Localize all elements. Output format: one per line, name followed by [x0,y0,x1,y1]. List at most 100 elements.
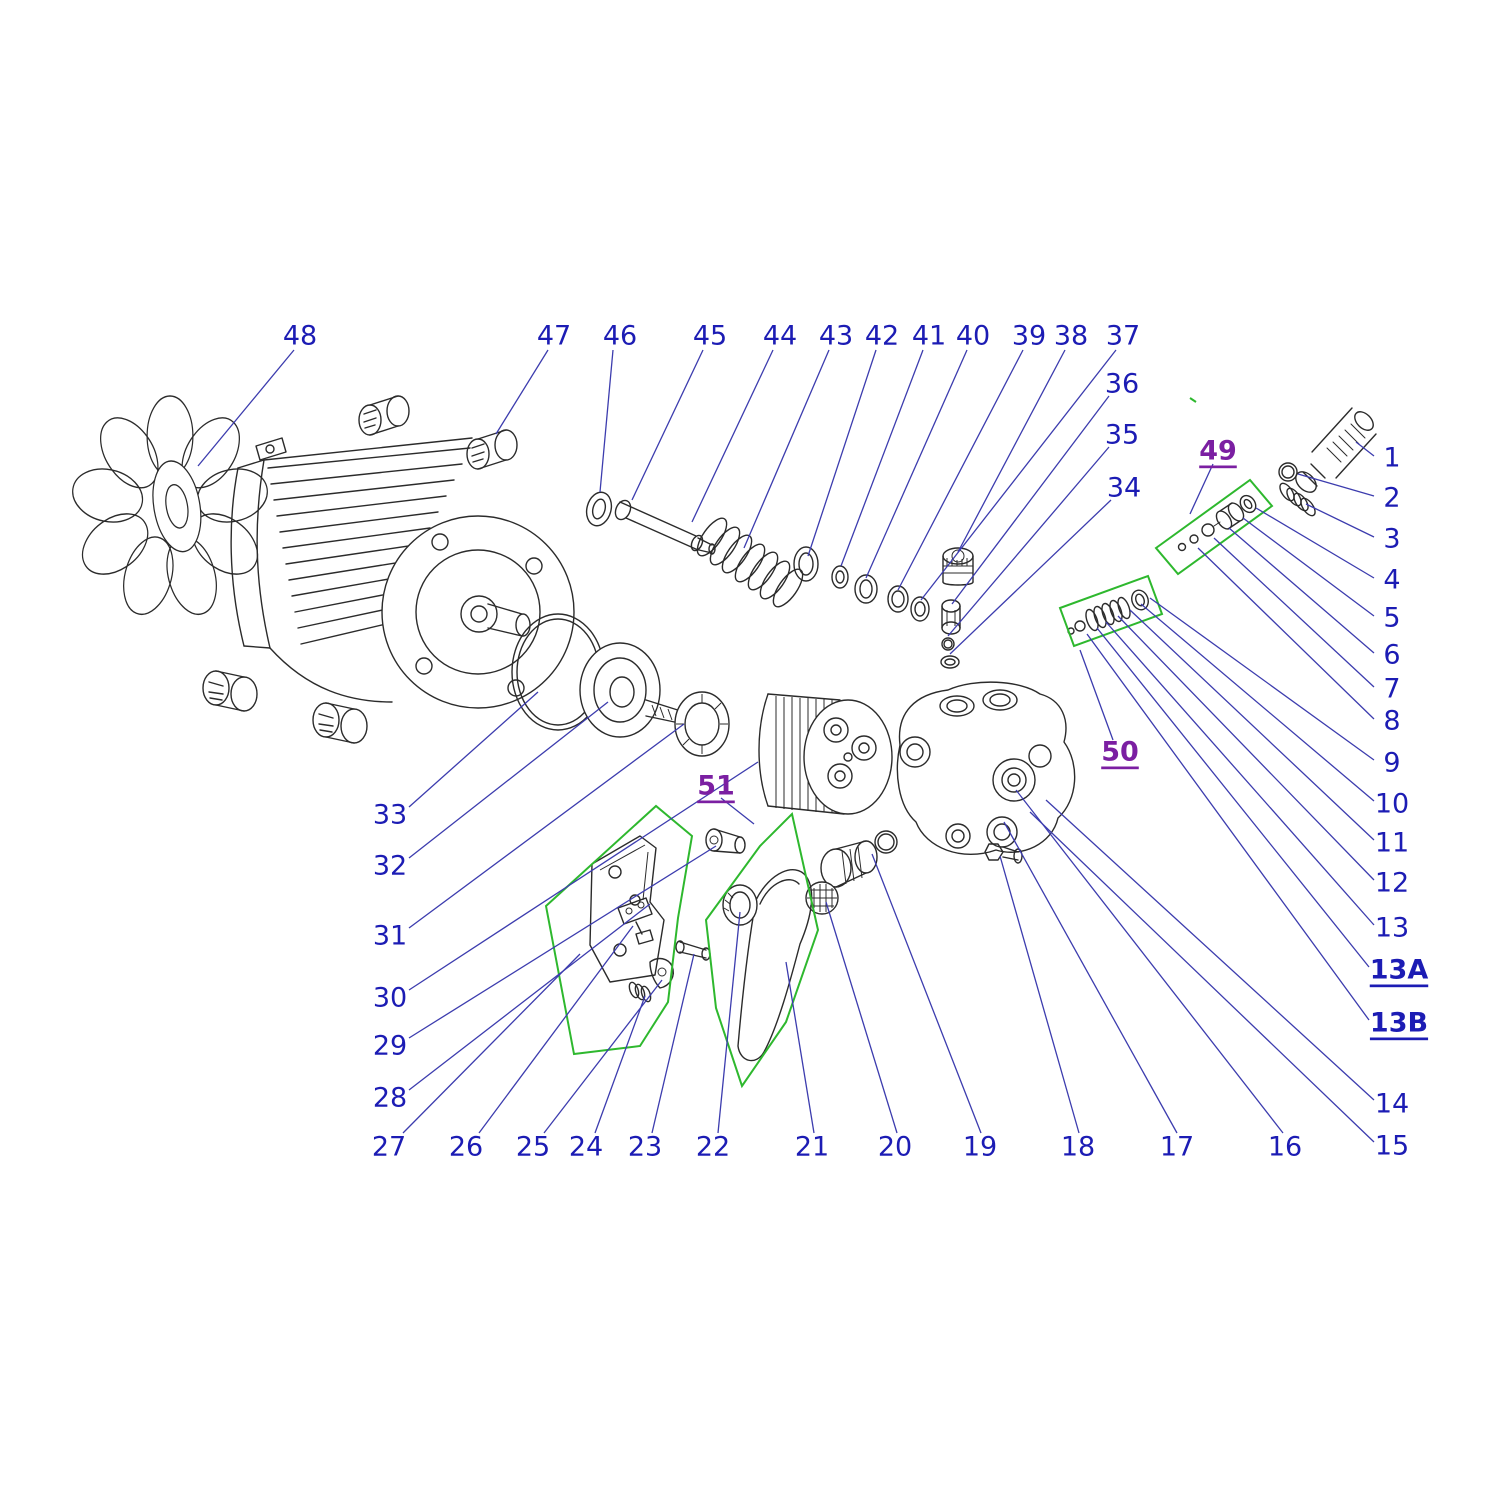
callout-48-label: 48 [283,321,317,352]
callout-21-label: 21 [795,1132,829,1163]
callout-37-label: 37 [1106,321,1140,352]
callout-24-line [594,995,646,1134]
motor-top-bolts [358,395,518,470]
motor-foot-bolts [202,670,368,744]
callout-22-label: 22 [696,1132,730,1163]
callout-25-line [543,979,663,1134]
callout-29-line [408,845,717,1039]
callout-27-line [402,953,581,1134]
filter-disc-drawing [805,881,839,915]
piston-housing-drawing [758,693,893,815]
callout-38-label: 38 [1054,321,1088,352]
callout-30-label: 30 [373,983,407,1014]
callout-39-line [897,349,1024,591]
group-51-outline-right [704,812,820,1089]
callout-26-line [478,925,634,1134]
callout-4-line [1255,507,1375,579]
callout-44-line [691,349,774,523]
callout-7-line [1213,537,1375,688]
callout-5-label: 5 [1383,603,1400,634]
callout-32-label: 32 [373,851,407,882]
callout-29-label: 29 [373,1031,407,1062]
group-49-outline [1154,478,1274,576]
callout-2-line [1297,473,1375,497]
callout-33-line [408,691,539,808]
callout-13B-label: 13B [1370,1008,1428,1039]
callout-47-line [495,349,549,435]
callout-7-label: 7 [1383,674,1400,705]
callout-51-label: 51 [697,771,735,802]
callout-43-line [743,349,830,549]
callout-15-label: 15 [1375,1131,1409,1162]
callout-50-label: 50 [1101,737,1139,768]
callout-33-label: 33 [373,800,407,831]
callout-8-line [1197,547,1375,720]
callout-41-label: 41 [912,321,946,352]
callout-36-line [951,395,1110,605]
axial-parts-drawing [585,491,974,669]
callout-13-label: 13 [1375,913,1409,944]
callout-12-line [1117,615,1375,881]
callout-10-label: 10 [1375,789,1409,820]
outlet-fitting-drawing [820,830,898,888]
callout-43-label: 43 [819,321,853,352]
callout-3-line [1305,503,1375,538]
callout-32-line [408,701,609,859]
callout-8-label: 8 [1383,706,1400,737]
callout-13A-line [1096,627,1370,968]
callout-23-line [651,953,695,1134]
callout-49-line [1189,463,1214,515]
callout-20-label: 20 [878,1132,912,1163]
callout-6-line [1228,527,1375,654]
callout-44-label: 44 [763,321,797,352]
bearing-drawing [674,691,730,757]
callout-14-label: 14 [1375,1089,1409,1120]
callout-25-label: 25 [516,1132,550,1163]
callout-45-label: 45 [693,321,727,352]
callout-21-line [785,961,815,1134]
callout-35-line [947,446,1110,637]
callout-10-line [1140,603,1375,802]
callout-31-label: 31 [373,921,407,952]
callout-39-label: 39 [1012,321,1046,352]
callout-46-label: 46 [603,321,637,352]
callout-38-line [957,349,1066,553]
callout-24-label: 24 [569,1132,603,1163]
callout-37-line [920,349,1117,601]
callout-40-line [865,349,968,579]
callout-18-line [999,855,1080,1134]
callout-1-line [1355,441,1375,457]
callout-2-label: 2 [1383,483,1400,514]
callout-9-label: 9 [1383,748,1400,779]
group-outlines [544,397,1274,1089]
callout-11-line [1129,609,1375,841]
bolt-18-drawing [984,843,1023,864]
callout-13-line [1105,621,1375,926]
callout-22-line [717,911,741,1134]
callout-13B-line [1086,633,1370,1021]
callout-27-label: 27 [372,1132,406,1163]
callout-42-line [807,349,877,557]
callout-6-label: 6 [1383,640,1400,671]
callout-48-line [197,349,295,467]
group-51-outline-left [544,804,694,1056]
callout-51-line [720,797,755,825]
callout-49-label: 49 [1199,436,1237,467]
callout-26-label: 26 [449,1132,483,1163]
callout-40-label: 40 [956,321,990,352]
callout-3-label: 3 [1383,524,1400,555]
callout-17-label: 17 [1160,1132,1194,1163]
callout-23-label: 23 [628,1132,662,1163]
fan-drawing [72,395,268,615]
callout-5-line [1242,517,1375,617]
callout-36-label: 36 [1105,369,1139,400]
callout-9-line [1149,597,1375,761]
callout-20-line [825,901,898,1134]
callout-42-label: 42 [865,321,899,352]
callout-12-label: 12 [1375,868,1409,899]
stray-green-mark [1189,397,1197,403]
callout-4-label: 4 [1383,565,1400,596]
